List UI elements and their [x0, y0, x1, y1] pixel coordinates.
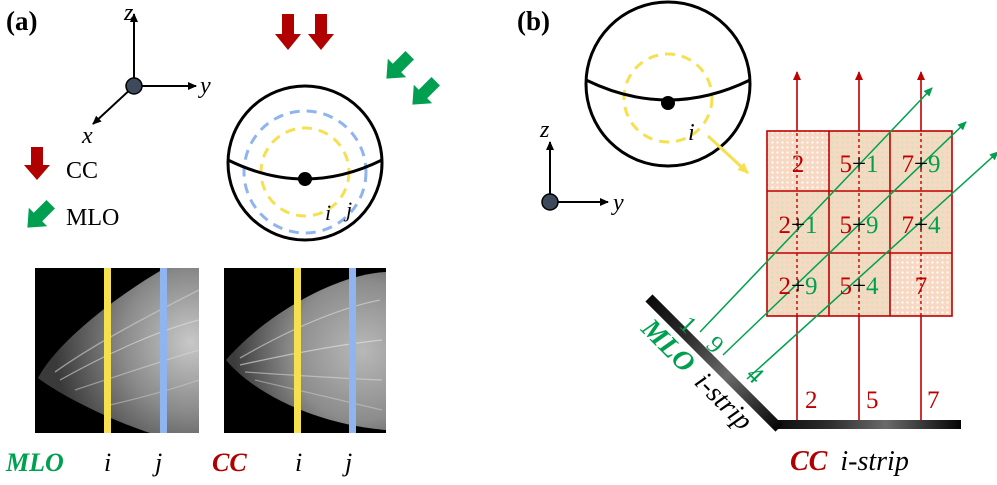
- mlo-image: [35, 268, 200, 433]
- legend-mlo-label: MLO: [66, 205, 119, 231]
- axes-b: z y: [539, 117, 624, 216]
- mlo-value: 4: [741, 361, 769, 389]
- center-node-icon: [298, 172, 312, 186]
- grid-cell: 7+4: [901, 212, 941, 239]
- cc-strip-label: CC i-strip: [790, 446, 909, 477]
- axes-a: z y x: [81, 0, 211, 149]
- cc-i-label: i: [295, 448, 302, 477]
- axis-x-label: x: [81, 123, 93, 149]
- cc-value: 7: [927, 387, 940, 414]
- cc-rays: [793, 71, 925, 420]
- legend-cc-label: CC: [66, 158, 98, 184]
- cc-j-strip-line: [349, 268, 356, 433]
- grid-cell: 2: [792, 151, 805, 178]
- mlo-j-label: j: [152, 448, 162, 477]
- grid-cells: 2 5+1 7+9 2+1 5+9 7+4 2+9 5+4 7: [778, 151, 941, 300]
- grid-cell: 5+4: [839, 273, 879, 300]
- cc-j-label: j: [342, 448, 352, 477]
- cc-image: [224, 268, 386, 433]
- mlo-compression-arrow-icon: [386, 51, 414, 79]
- mlo-compression-arrow-icon: [412, 77, 440, 105]
- grid-cell: 5+9: [839, 212, 878, 239]
- axis-y-label: y: [198, 73, 211, 99]
- cc-strip: 2 5 7 CC i-strip: [773, 387, 961, 477]
- sphere-a: i j: [226, 14, 440, 242]
- legend: CC MLO: [24, 147, 119, 231]
- cc-arrow-icon: [24, 147, 50, 180]
- mlo-strip: 1 9 4 MLO i-strip: [634, 294, 783, 437]
- origin-node-icon: [541, 193, 559, 211]
- panel-b-label: (b): [517, 6, 550, 36]
- grid-cell: 2+1: [778, 212, 817, 239]
- mlo-strip-label: MLO i-strip: [634, 312, 758, 436]
- axis-b-z-label: z: [539, 117, 550, 143]
- mlo-arrow-icon: [27, 200, 55, 228]
- axis-b-y-label: y: [611, 190, 624, 216]
- mlo-j-strip-line: [160, 268, 167, 433]
- grid-cell: 2+9: [778, 273, 817, 300]
- grid-cell: 7: [915, 273, 928, 300]
- mlo-rays: [699, 87, 997, 380]
- mlo-image-label: MLO: [5, 448, 64, 477]
- center-node-icon: [661, 96, 675, 110]
- cc-image-label: CC: [212, 448, 247, 477]
- origin-node-icon: [125, 77, 143, 95]
- mlo-i-label: i: [104, 448, 111, 477]
- sphere-i-label: i: [325, 200, 331, 225]
- cc-compression-arrow-icon: [308, 14, 334, 50]
- sphere-j-label: j: [343, 197, 352, 222]
- cc-compression-arrow-icon: [275, 14, 301, 50]
- sphere-b: i: [584, 0, 752, 175]
- panel-a-label: (a): [6, 6, 37, 36]
- grid-cell: 5+1: [839, 151, 878, 178]
- cc-value: 2: [805, 387, 818, 414]
- mlo-i-strip-line: [104, 268, 111, 433]
- axis-z-label: z: [123, 0, 134, 26]
- cc-value: 5: [866, 387, 879, 414]
- cc-i-strip-line: [294, 268, 301, 433]
- grid-cell: 7+9: [901, 151, 940, 178]
- sphere-b-i-label: i: [688, 120, 695, 146]
